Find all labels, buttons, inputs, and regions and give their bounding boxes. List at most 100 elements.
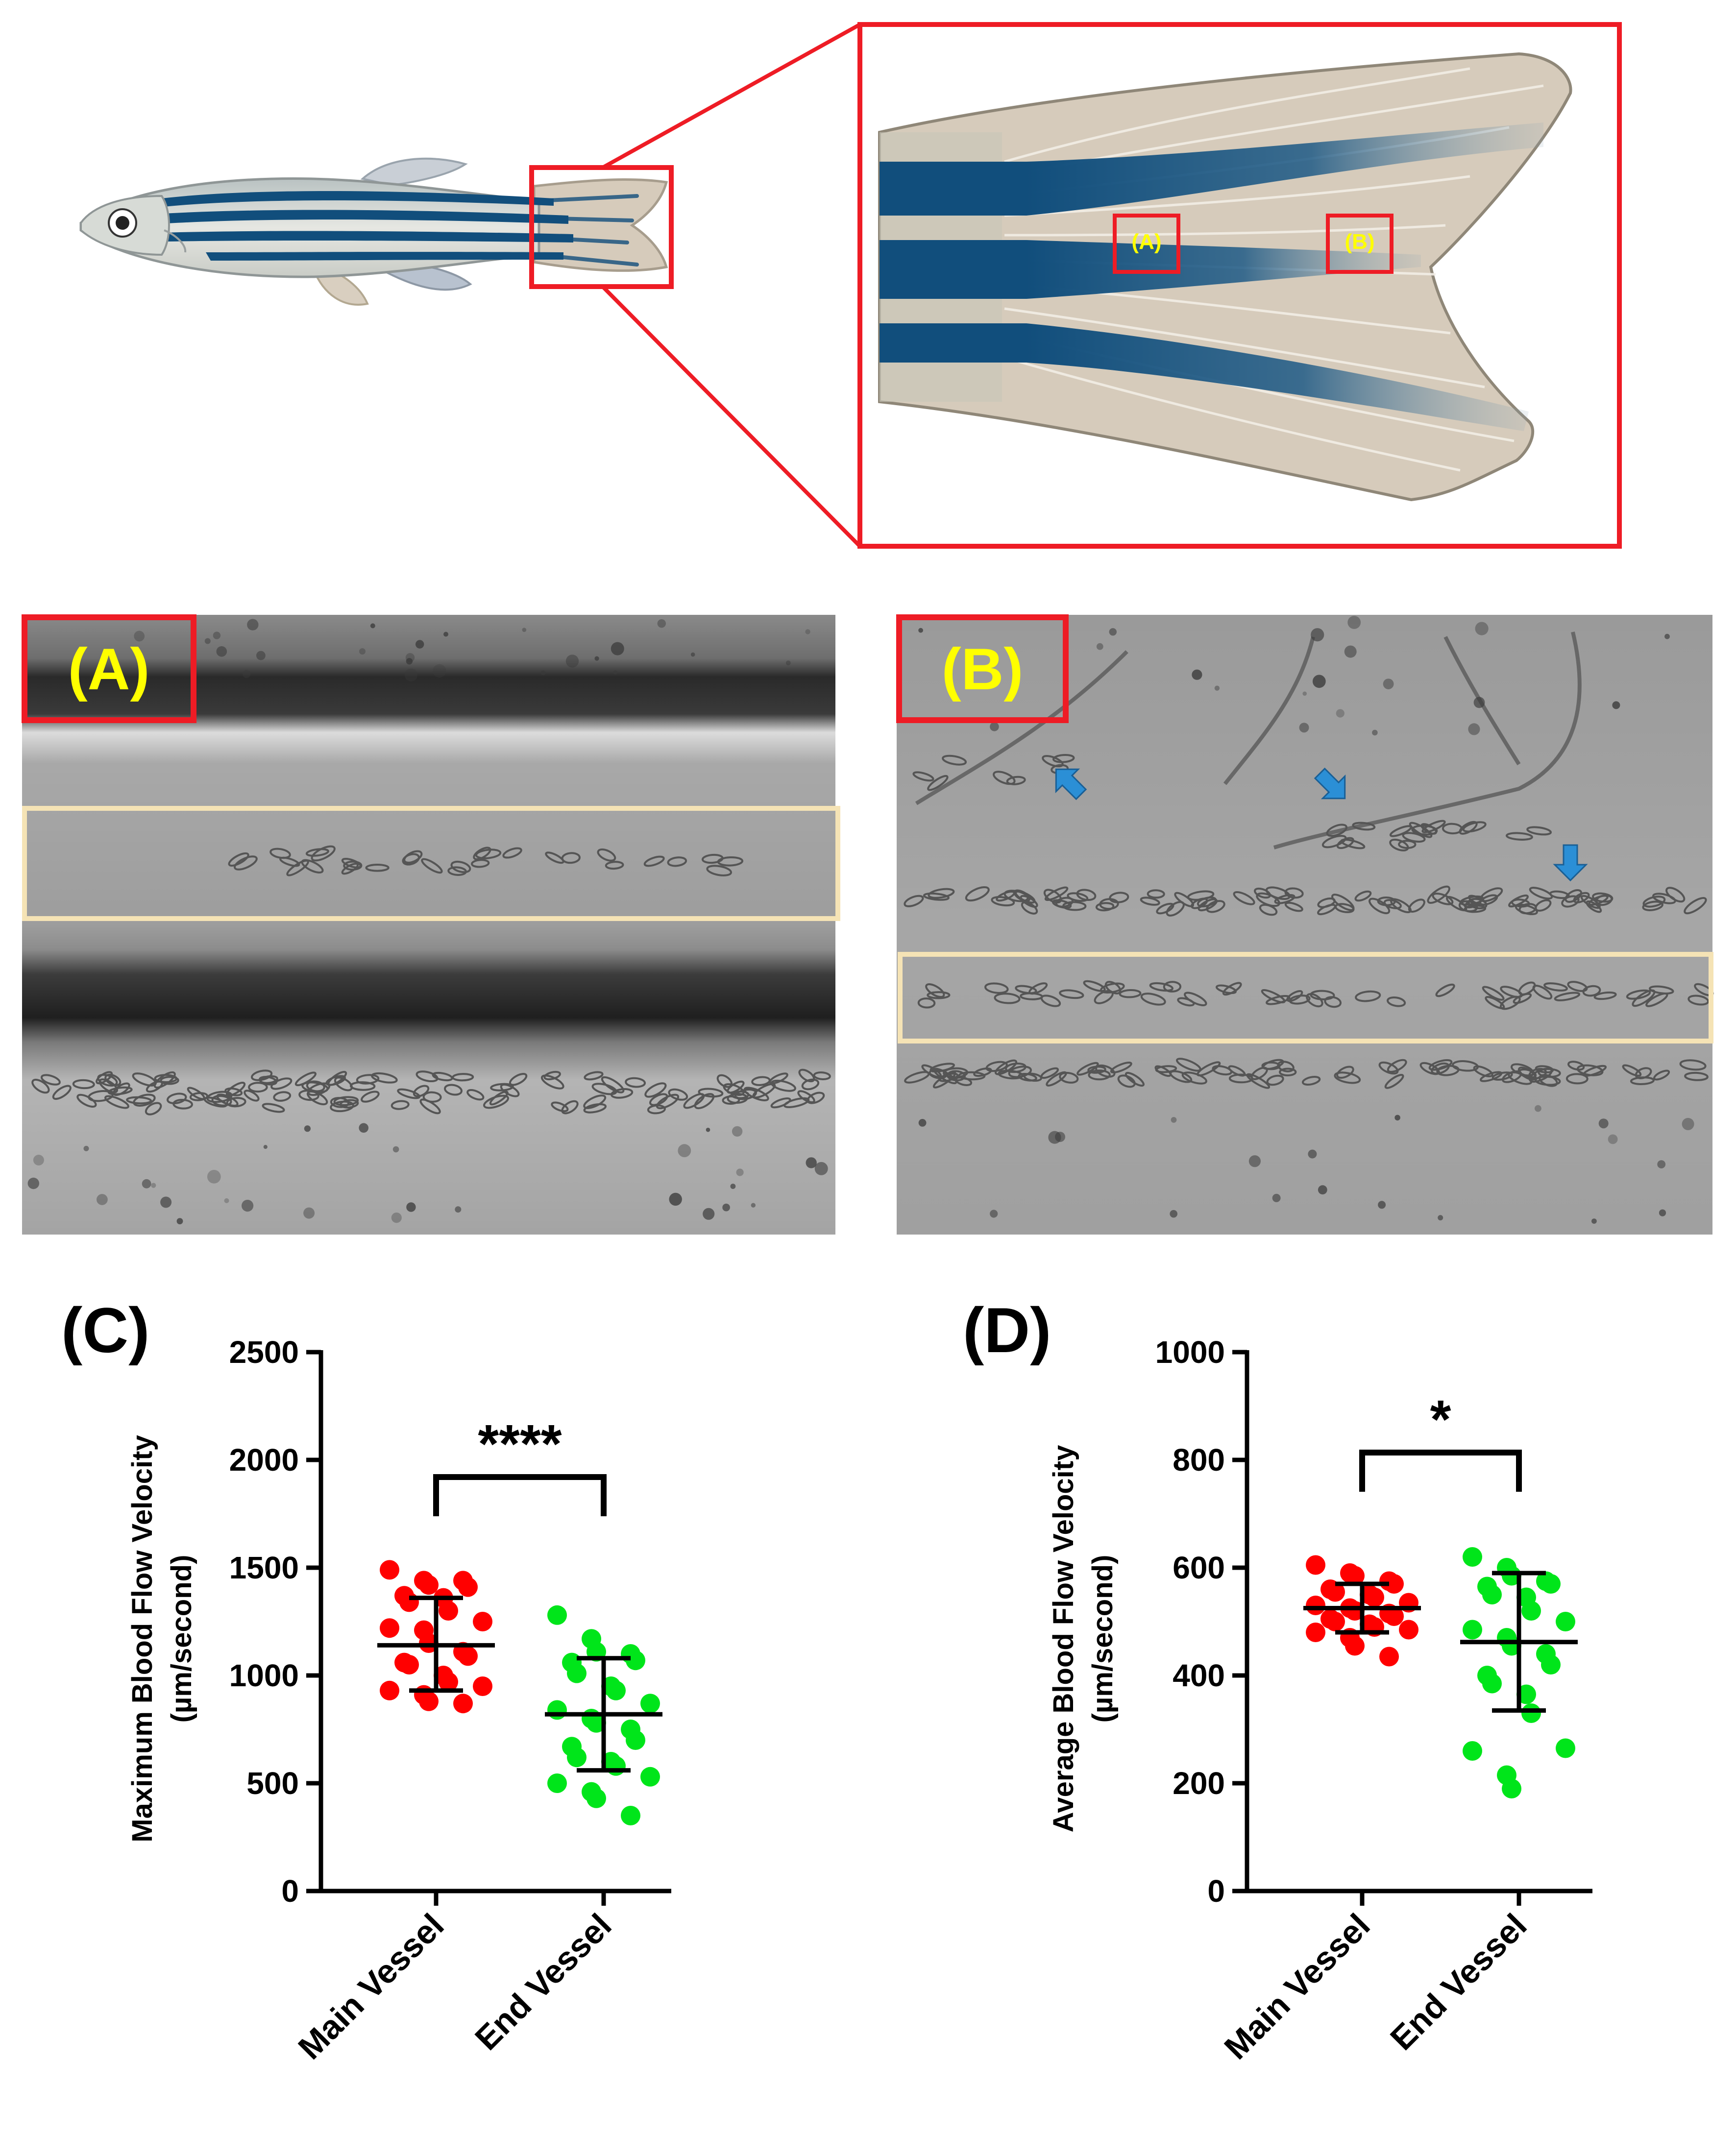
c-point	[473, 1612, 492, 1631]
c-point	[380, 1618, 399, 1638]
blood-cell	[1389, 825, 1412, 837]
c-point	[567, 1747, 587, 1768]
tissue-speck	[27, 1177, 39, 1189]
tissue-speck	[160, 1196, 172, 1208]
blood-cell	[339, 1099, 359, 1109]
blood-cell	[98, 1078, 118, 1093]
blood-cell	[1279, 1068, 1297, 1077]
tissue-speck	[443, 631, 448, 637]
blood-cell	[927, 991, 951, 999]
blood-cell	[1222, 982, 1242, 996]
c-ytick-label: 1500	[229, 1550, 299, 1585]
blood-cell	[994, 1059, 1018, 1075]
blood-cell	[262, 1103, 285, 1113]
tissue-speck	[751, 1203, 756, 1208]
blood-cell	[1212, 1065, 1233, 1076]
blood-cell	[334, 1076, 353, 1092]
tissue-speck	[97, 1194, 108, 1205]
blood-cell	[1649, 985, 1674, 995]
blood-cell	[1567, 981, 1588, 992]
blood-cell	[1679, 1059, 1707, 1071]
blood-cell	[450, 860, 471, 873]
d-ytick-label: 0	[1207, 1873, 1225, 1909]
blood-cell	[1197, 896, 1217, 908]
blood-cell	[1582, 985, 1601, 997]
blood-cell	[656, 1093, 680, 1110]
d-point	[1306, 1596, 1325, 1615]
blood-cell	[104, 1073, 122, 1087]
d-point	[1325, 1582, 1345, 1602]
blood-cell	[452, 1073, 474, 1082]
flow-arrow-2-icon	[1314, 767, 1346, 800]
blood-cell	[307, 1082, 331, 1096]
blood-cell	[475, 849, 502, 859]
blood-cell	[1526, 826, 1552, 836]
tissue-speck	[669, 1192, 682, 1206]
blood-cell	[1006, 776, 1026, 785]
blood-cell	[330, 1100, 354, 1113]
tissue-speck	[391, 1213, 402, 1223]
tissue-speck	[805, 629, 810, 634]
d-point	[1384, 1606, 1404, 1626]
c-point	[621, 1806, 640, 1825]
tissue-speck	[406, 1202, 416, 1212]
blood-cell	[649, 1093, 668, 1106]
tissue-speck	[1302, 691, 1307, 696]
d-point	[1521, 1703, 1541, 1723]
blood-cell	[698, 1088, 724, 1098]
blood-cell	[1535, 1075, 1561, 1086]
inset-roi-label-a: (A)	[1131, 230, 1161, 254]
blood-cell	[545, 851, 564, 864]
d-point	[1482, 1674, 1502, 1694]
c-point	[626, 1650, 645, 1671]
c-ytick-label: 1000	[229, 1658, 299, 1693]
blood-cell	[133, 1093, 156, 1107]
blood-cell	[391, 1100, 410, 1110]
blood-cell	[932, 1071, 956, 1089]
blood-cell	[301, 859, 324, 873]
tissue-speck	[706, 1127, 710, 1132]
blood-cell	[1622, 1064, 1642, 1077]
blood-cell	[734, 1089, 757, 1100]
c-point	[419, 1575, 439, 1595]
c-xtick-label: Main Vessel	[291, 1907, 451, 2066]
blood-cell	[1052, 753, 1075, 763]
blood-cell	[1653, 1069, 1670, 1081]
blood-cell	[1266, 1074, 1284, 1086]
blood-cell	[1095, 902, 1115, 912]
c-point	[473, 1676, 492, 1696]
blood-cell	[397, 1088, 421, 1099]
tissue-speck	[1170, 1210, 1177, 1218]
d-point	[1463, 1741, 1482, 1761]
tissue-speck	[151, 1183, 156, 1188]
blood-cell	[1588, 895, 1609, 906]
blood-cell	[1149, 982, 1174, 992]
blood-cell	[1473, 1065, 1493, 1078]
c-point	[547, 1700, 567, 1720]
tissue-speck	[1659, 1209, 1666, 1216]
blood-cell	[1500, 986, 1523, 998]
blood-cell	[1015, 985, 1037, 995]
blood-cell	[330, 1097, 350, 1108]
blood-cell	[228, 852, 249, 867]
d-point	[1379, 1647, 1399, 1667]
blood-cell	[160, 1076, 179, 1085]
tissue-speck	[594, 656, 599, 661]
blood-cell	[1008, 1066, 1032, 1078]
blood-cell	[1462, 821, 1487, 833]
blood-cell	[1626, 989, 1651, 1000]
c-point	[439, 1672, 458, 1692]
chart-c: (C) Maximum Blood Flow Velocity (µm/seco…	[61, 1294, 671, 2066]
blood-cell	[994, 993, 1021, 1004]
tissue-speck	[990, 722, 999, 731]
blood-cell	[1117, 1074, 1136, 1088]
c-point	[606, 1756, 626, 1776]
chart-d-significance: *	[1430, 1389, 1451, 1450]
tissue-speck	[1372, 729, 1378, 736]
blood-cell	[1687, 995, 1710, 1006]
c-point	[587, 1713, 606, 1733]
blood-cell	[1331, 894, 1355, 911]
tissue-speck	[1378, 1201, 1386, 1209]
blood-cell	[1432, 893, 1454, 905]
blood-cell	[1020, 895, 1038, 908]
